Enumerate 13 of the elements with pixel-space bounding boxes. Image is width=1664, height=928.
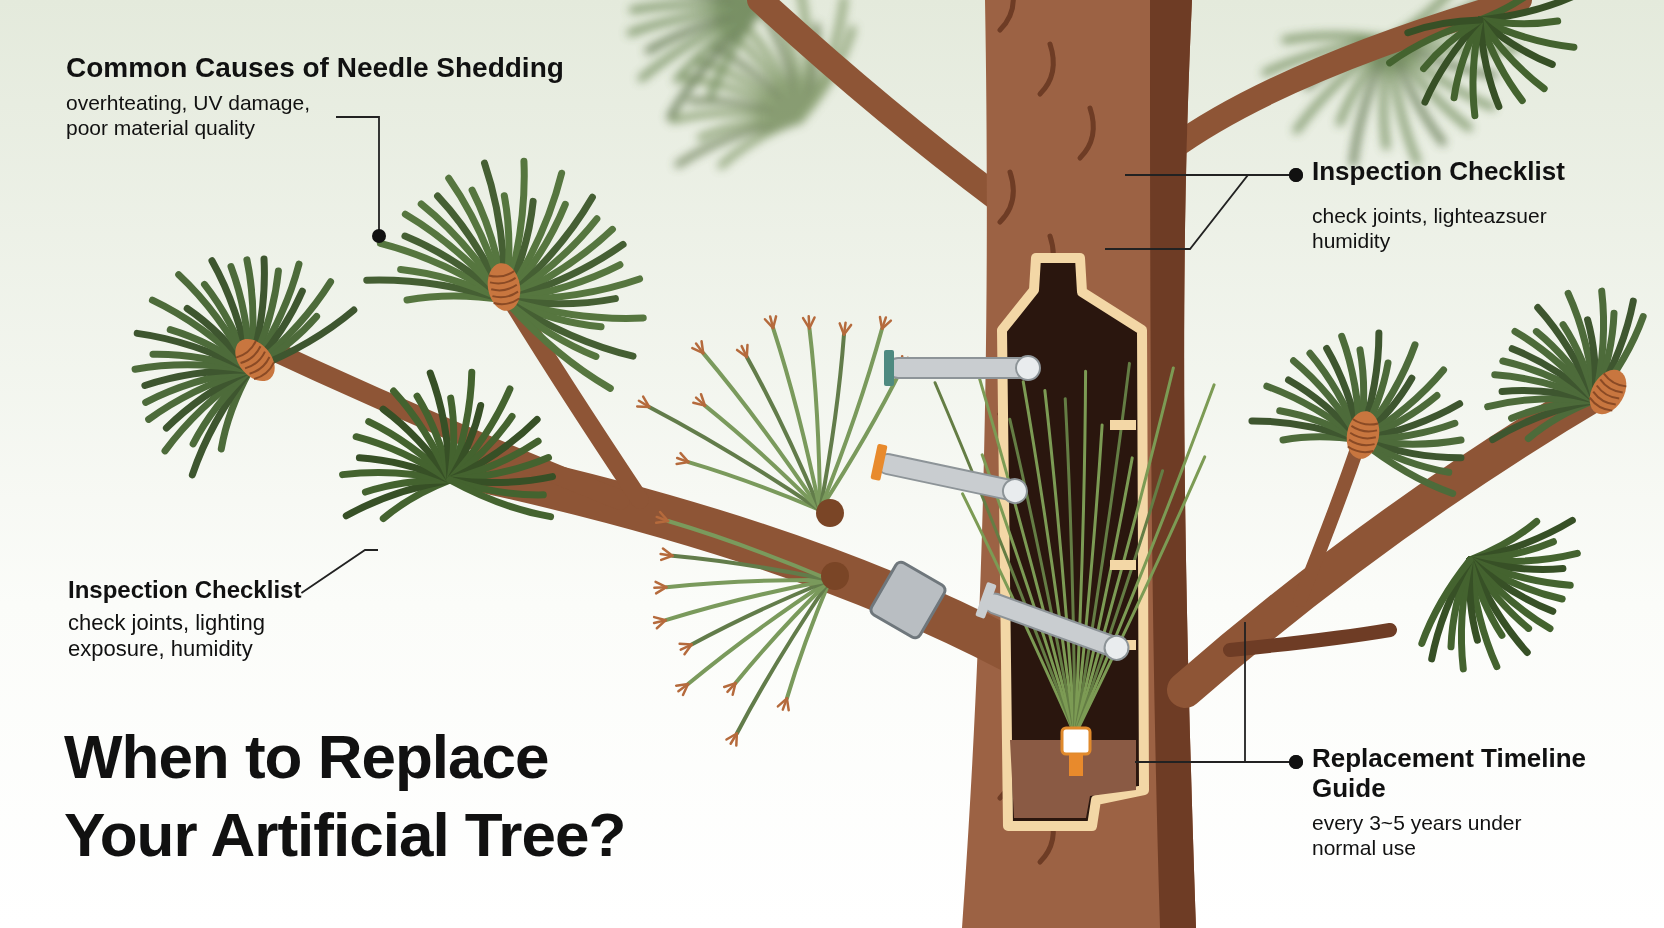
- callout-text: check joints, lighting exposure, humidity: [68, 609, 266, 663]
- callout-text: overhteating, UV damage, poor material quality: [66, 90, 311, 141]
- callout-heading: Inspection Checklist: [1312, 157, 1566, 187]
- title: When to Replace Your Artificial Tree?: [64, 721, 627, 871]
- leader-line: [300, 549, 379, 594]
- leader-line: [1104, 168, 1303, 250]
- callout-heading: Replacement Timeline Guide: [1312, 744, 1588, 804]
- leader-line: [335, 116, 386, 243]
- callout-text: every 3~5 years under normal use: [1312, 809, 1523, 861]
- callout-heading: Inspection Checklist: [68, 576, 302, 604]
- leader-line: [1244, 621, 1303, 769]
- callout-heading: Common Causes of Needle Shedding: [66, 52, 564, 85]
- callout-text: check joints, lighteazsuer humidity: [1312, 202, 1548, 254]
